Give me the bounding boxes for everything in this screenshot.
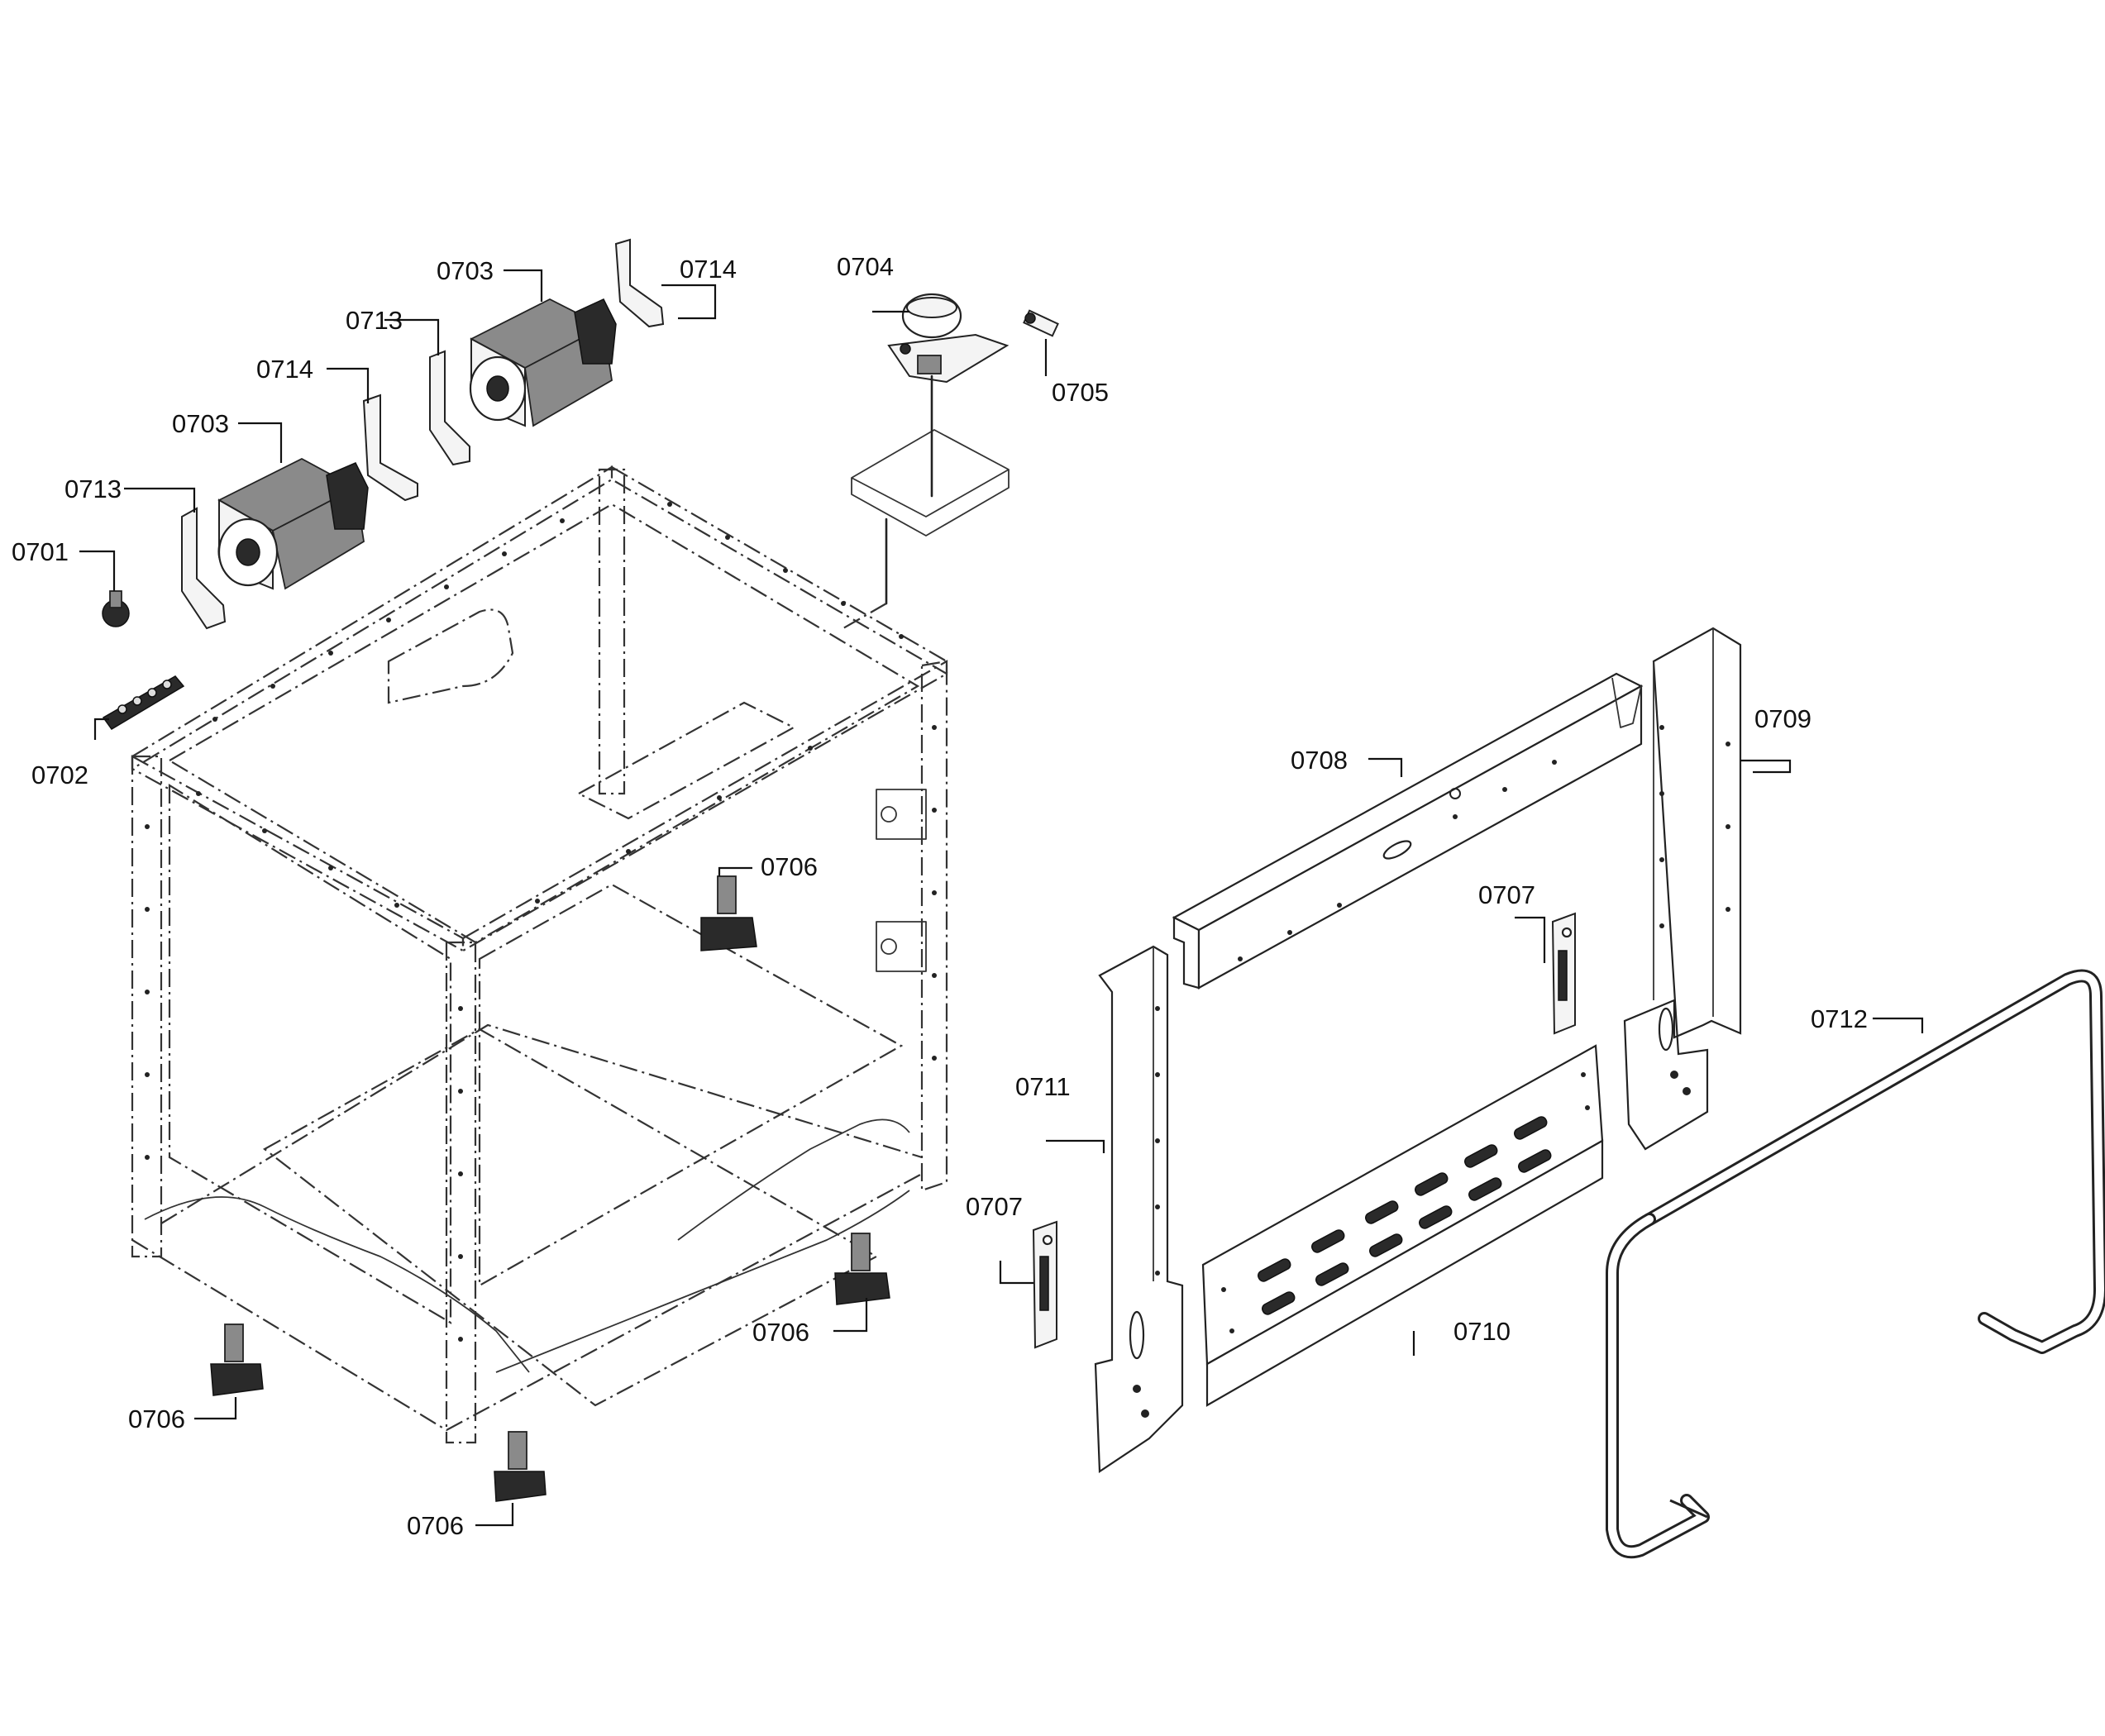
convection-fan-motor-part [469, 298, 617, 427]
fan-bracket-part [614, 238, 665, 328]
fan-bracket-part [362, 393, 418, 502]
label-0707-left: 0707 [966, 1192, 1023, 1221]
label-0714-left: 0714 [256, 355, 313, 384]
leveling-foot [700, 875, 757, 951]
leveling-foot [210, 1323, 264, 1396]
door-hinge-part [1551, 912, 1576, 1035]
label-0701: 0701 [12, 537, 69, 566]
label-0706-c: 0706 [128, 1405, 185, 1433]
label-0708: 0708 [1291, 746, 1348, 775]
label-0702: 0702 [31, 761, 88, 789]
convection-fan-motor-part [217, 457, 369, 590]
label-0705: 0705 [1052, 378, 1109, 407]
label-0704: 0704 [837, 252, 894, 281]
label-0712: 0712 [1811, 1004, 1868, 1033]
fan-bracket-part [429, 350, 470, 466]
label-0713-right: 0713 [346, 306, 403, 335]
top-front-rail-part [1172, 672, 1644, 990]
motor-assembly-part [842, 293, 1010, 629]
label-0713-left: 0713 [64, 475, 122, 503]
connector-part [1023, 309, 1059, 337]
label-0707-right: 0707 [1478, 880, 1535, 909]
label-0706-b: 0706 [752, 1318, 809, 1347]
label-0706-d: 0706 [407, 1511, 464, 1540]
left-upright-part [1094, 945, 1184, 1474]
terminal-block-part [102, 675, 185, 730]
label-0703-right: 0703 [437, 256, 494, 285]
right-upright-part [1623, 627, 1742, 1151]
label-0706-a: 0706 [761, 852, 818, 881]
fan-bracket-part [181, 507, 227, 630]
door-gasket-part [1606, 969, 2105, 1559]
lower-front-panel-part [1201, 1044, 1604, 1407]
label-0710: 0710 [1453, 1317, 1511, 1346]
label-0703-left: 0703 [172, 409, 229, 438]
door-hinge-part [1032, 1220, 1057, 1349]
thermostat-switch-part [102, 590, 130, 627]
leveling-foot [494, 1431, 547, 1502]
leveling-foot [834, 1233, 890, 1305]
leader-lines [79, 269, 1924, 1527]
label-0711: 0711 [1015, 1072, 1071, 1101]
chassis-frame [131, 465, 948, 1444]
label-0709: 0709 [1754, 704, 1811, 733]
label-0714-right: 0714 [680, 255, 737, 284]
